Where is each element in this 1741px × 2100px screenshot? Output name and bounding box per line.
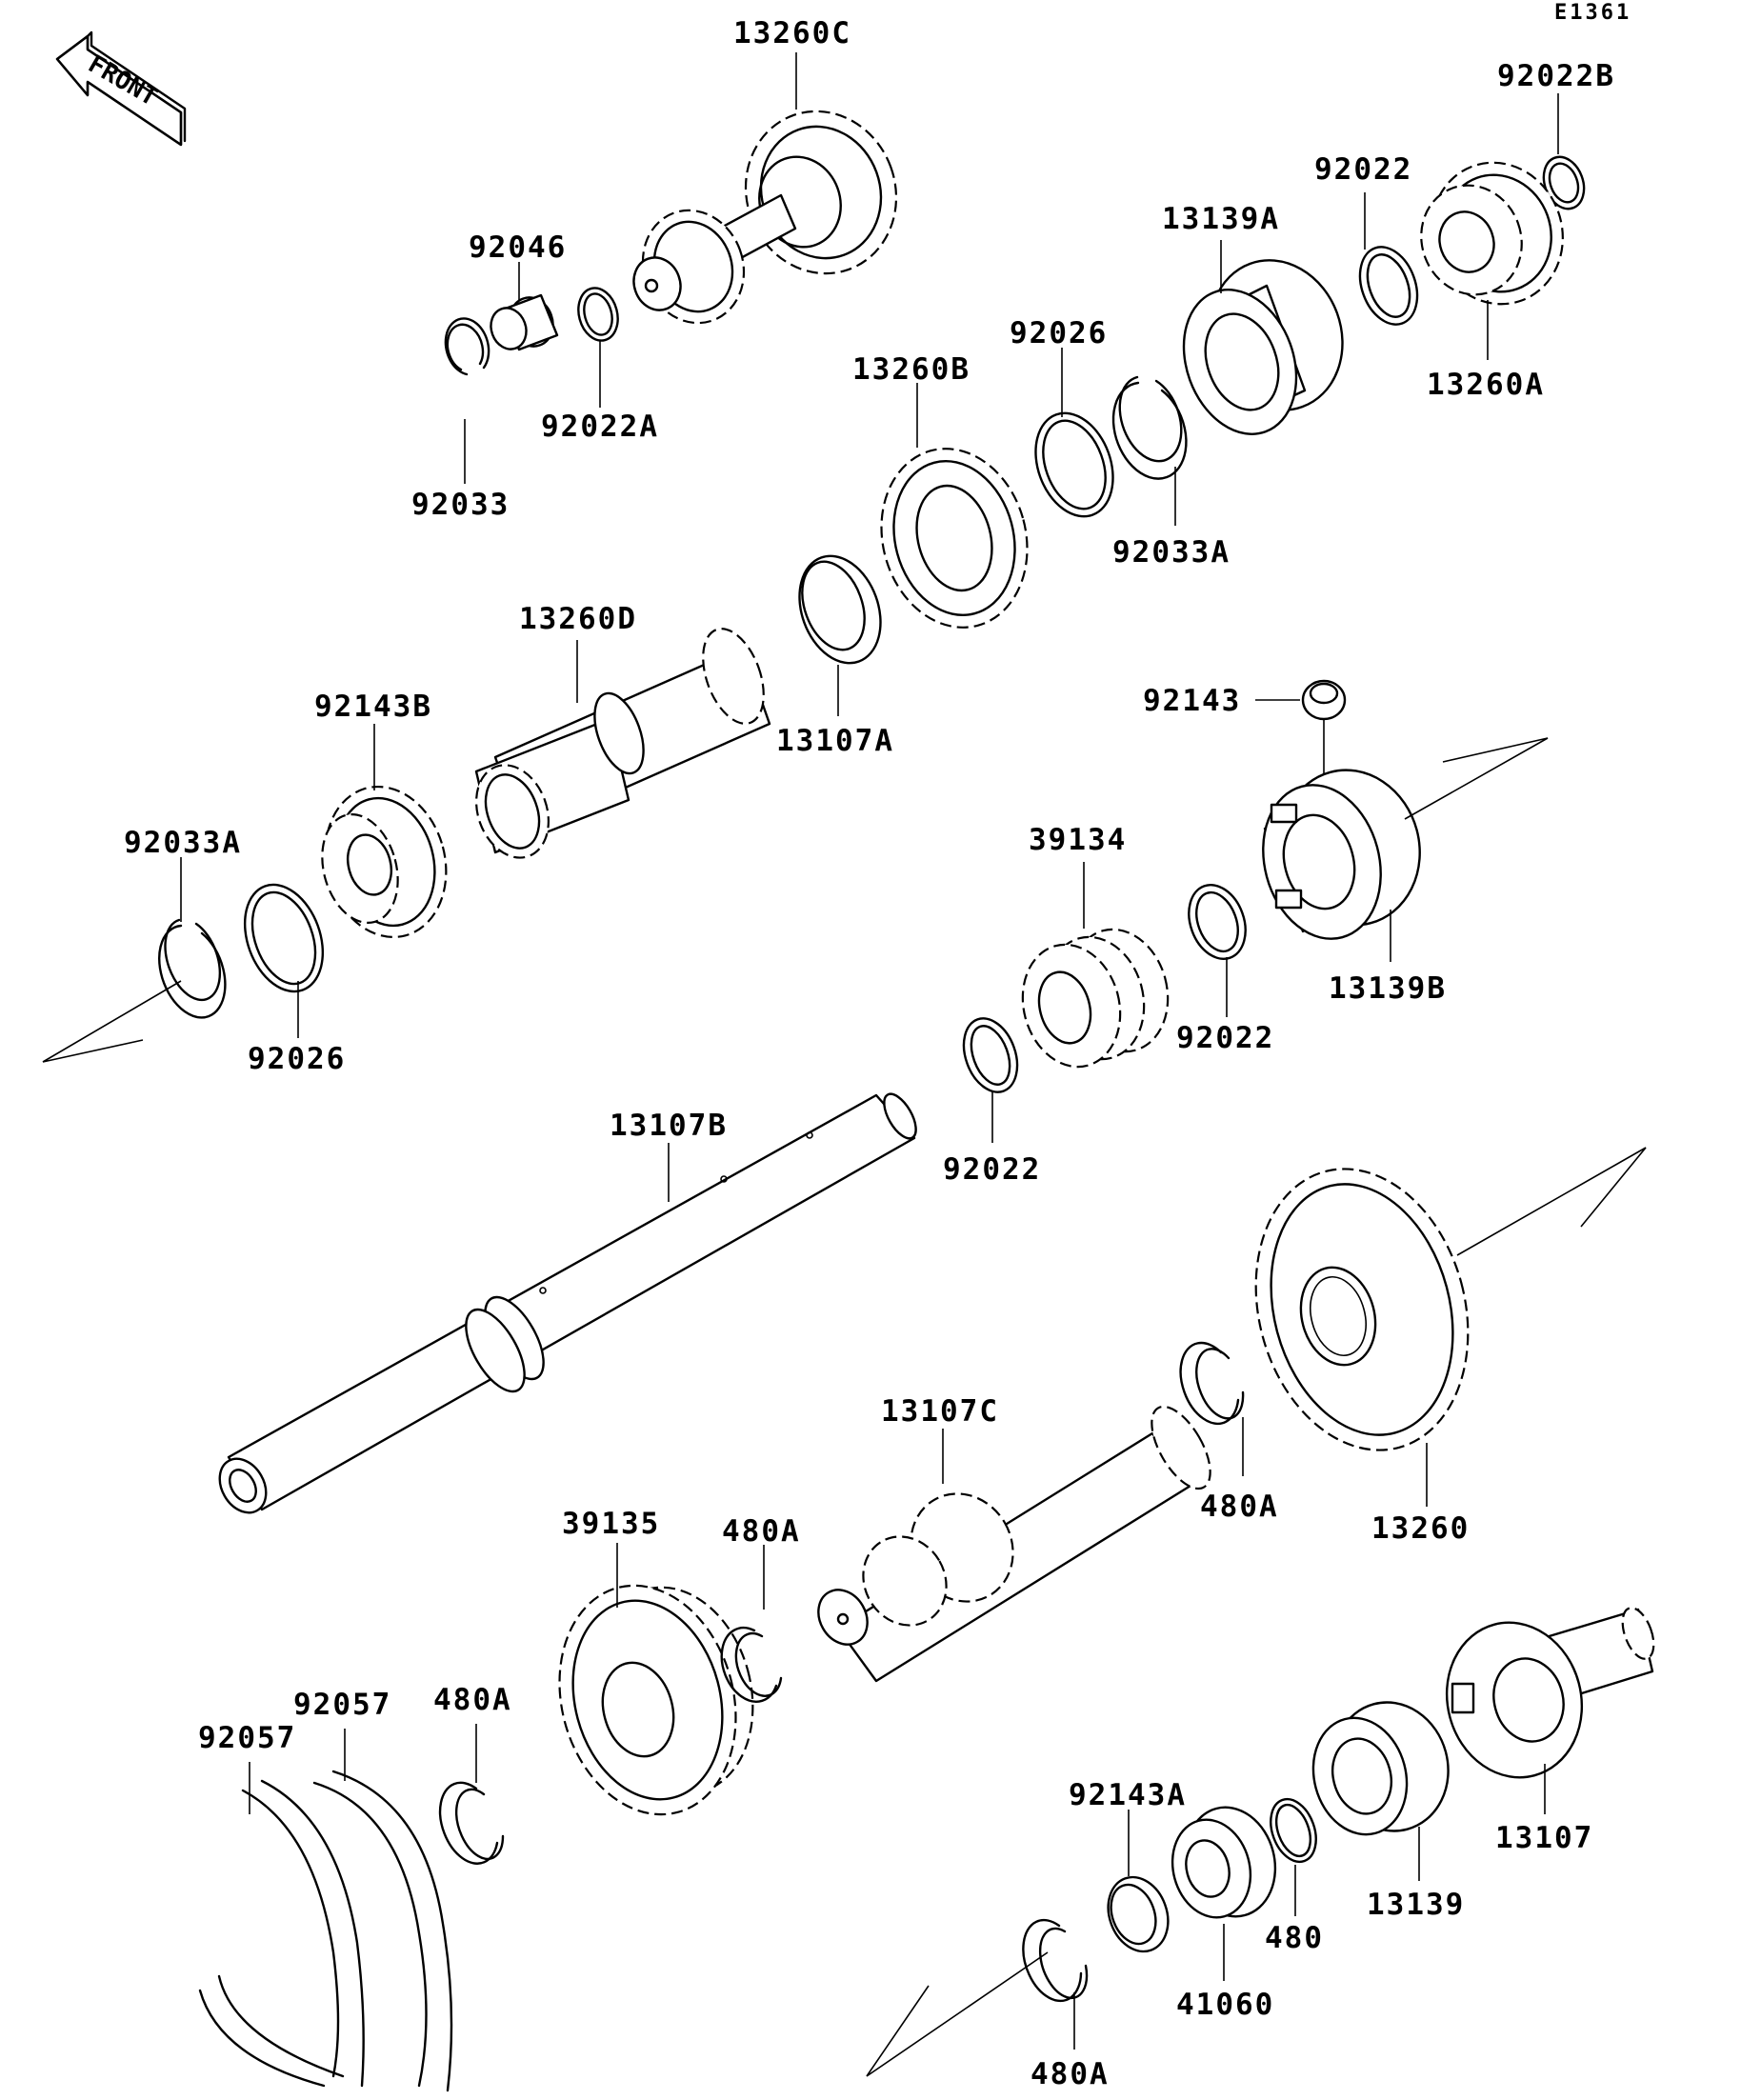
part-13139 xyxy=(1311,1701,1450,1836)
part-92033A-top xyxy=(1111,375,1188,480)
part-92026-left xyxy=(243,883,325,993)
label-92026: 92026 xyxy=(1010,316,1108,350)
label-13107: 13107 xyxy=(1495,1821,1593,1855)
part-13107C xyxy=(817,1405,1211,1683)
label-13139: 13139 xyxy=(1367,1888,1465,1922)
label-92033A: 92033A xyxy=(1112,535,1231,570)
part-13107B xyxy=(218,1092,917,1514)
label-13107A: 13260D xyxy=(519,602,637,636)
label-92033: 92033 xyxy=(411,488,510,522)
label-92022B: 92022B xyxy=(1497,59,1615,93)
part-13260 xyxy=(1254,1168,1470,1451)
label-13260C: 13260C xyxy=(733,16,851,50)
part-39134 xyxy=(1021,928,1170,1069)
part-92022-low xyxy=(962,1017,1019,1093)
label-92046: 92046 xyxy=(469,230,567,265)
part-92143 xyxy=(1301,679,1347,721)
label-92026-left: 92026 xyxy=(248,1042,346,1076)
part-39135 xyxy=(558,1584,754,1816)
part-480A-right xyxy=(1179,1341,1245,1426)
label-92057-right: 92057 xyxy=(293,1688,391,1722)
label-13260: 13260 xyxy=(1371,1511,1470,1546)
part-41060 xyxy=(1171,1806,1277,1919)
front-direction-arrow: FRONT xyxy=(55,30,187,147)
part-13260D xyxy=(321,785,448,939)
label-92022-low: 92022 xyxy=(943,1152,1041,1187)
part-13139B xyxy=(1262,769,1421,940)
part-92057-chains xyxy=(198,1770,453,2092)
label-13260A: 13260A xyxy=(1427,368,1545,402)
part-92026-top xyxy=(1034,411,1114,518)
part-13260A xyxy=(1420,161,1564,306)
part-480A-bottom xyxy=(1022,1918,1089,2003)
label-92143: 92143 xyxy=(1143,684,1241,718)
label-92022-mid: 92022 xyxy=(1176,1021,1274,1055)
label-92022: 92022 xyxy=(1314,152,1412,187)
part-13107 xyxy=(1445,1607,1655,1779)
part-480A-left xyxy=(438,1781,505,1865)
label-92057-left: 92057 xyxy=(198,1721,296,1755)
label-480A-mid: 480A xyxy=(722,1514,801,1549)
part-92046 xyxy=(490,293,559,351)
label-480A-left: 480A xyxy=(433,1683,512,1717)
label-92143A: 92143A xyxy=(1069,1778,1187,1812)
label-13139B: 13139B xyxy=(1329,971,1447,1006)
label-41060: 41060 xyxy=(1176,1988,1274,2022)
part-480A-mid xyxy=(720,1626,783,1703)
part-92022A xyxy=(577,287,619,342)
label-13107C: 13107C xyxy=(881,1394,999,1429)
label-480: 480 xyxy=(1265,1921,1324,1955)
part-92022-top xyxy=(1358,246,1419,326)
label-92022A: 92022A xyxy=(541,410,659,444)
part-92143B xyxy=(798,554,882,665)
label-92033A-left: 92033A xyxy=(124,826,242,860)
part-13260B xyxy=(880,448,1029,629)
part-92143A xyxy=(1107,1875,1170,1953)
label-13260D: 92143B xyxy=(314,690,432,724)
part-92033 xyxy=(444,317,490,376)
part-13139A xyxy=(1182,259,1344,435)
label-13260B: 13260B xyxy=(852,352,971,387)
label-39135: 39135 xyxy=(562,1507,660,1541)
part-92022-mid xyxy=(1188,884,1247,960)
part-480 xyxy=(1270,1797,1317,1864)
label-480A-bottom: 480A xyxy=(1031,2057,1110,2091)
part-13107A xyxy=(474,628,771,859)
label-13107B: 13107B xyxy=(610,1109,728,1143)
diagram-code: E1361 xyxy=(1554,1,1631,25)
part-92033A-left xyxy=(158,918,227,1019)
label-480A-right: 480A xyxy=(1200,1490,1279,1524)
label-39134: 39134 xyxy=(1029,823,1127,857)
label-13139A: 13139A xyxy=(1162,202,1280,236)
part-13260C xyxy=(632,110,898,325)
label-92143B: 13107A xyxy=(776,724,894,758)
